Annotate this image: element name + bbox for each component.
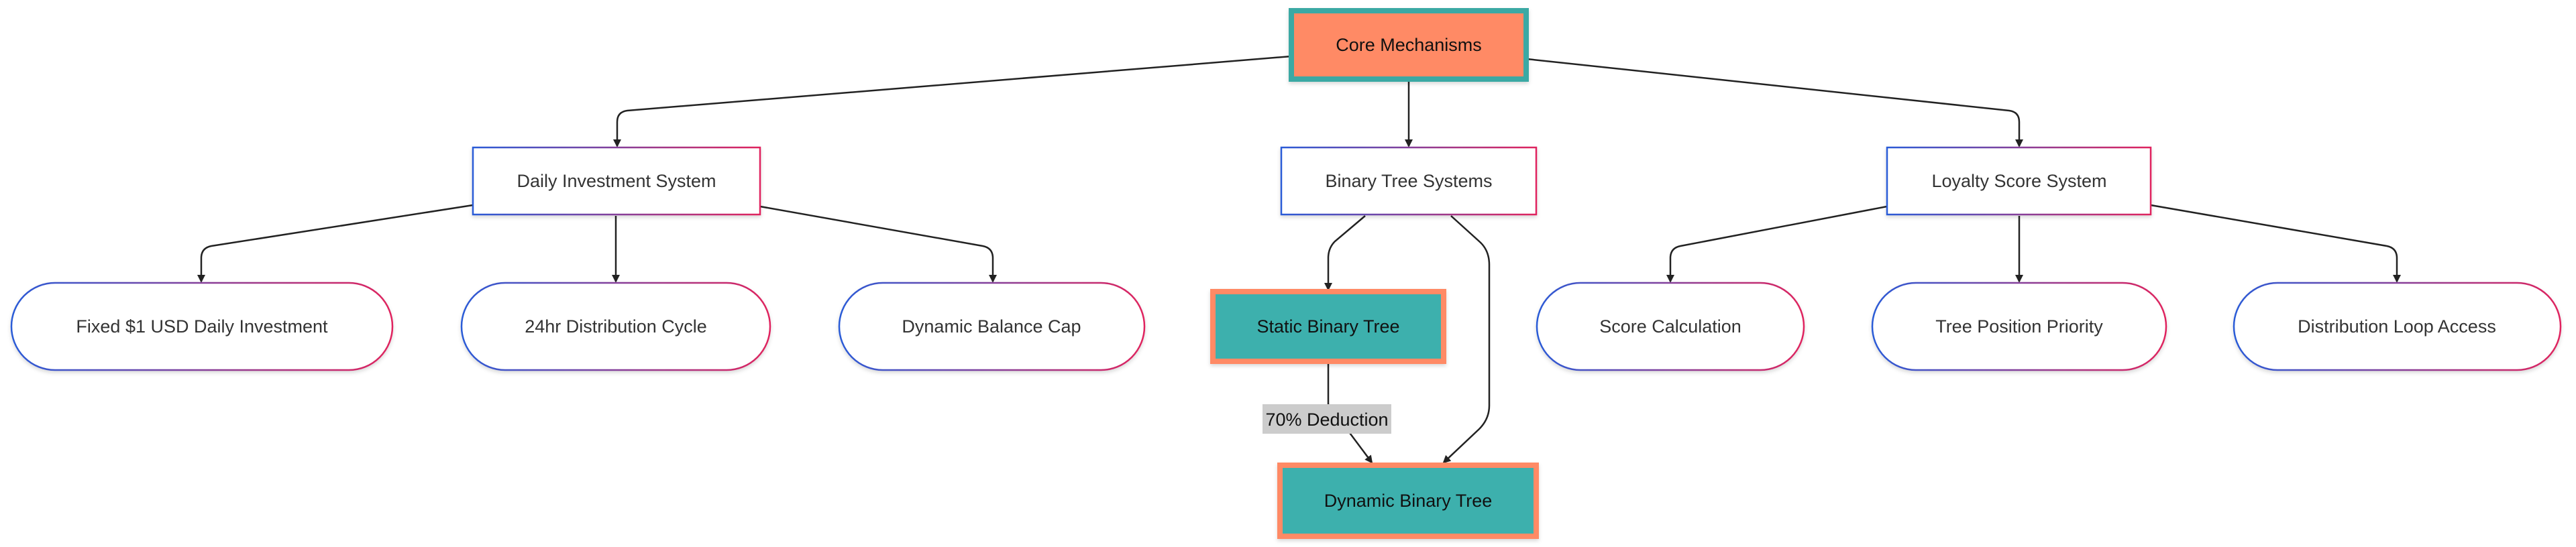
edge-loyalty-to-score bbox=[1666, 205, 1888, 283]
node-core-mechanisms-label: Core Mechanisms bbox=[1336, 35, 1482, 55]
node-distribution-loop-access-label: Distribution Loop Access bbox=[2298, 316, 2496, 337]
edge-core-to-loyalty bbox=[1526, 58, 2023, 147]
node-tree-position-priority[interactable]: Tree Position Priority bbox=[1871, 282, 2167, 371]
node-static-binary-tree-label: Static Binary Tree bbox=[1256, 316, 1399, 337]
node-core-mechanisms[interactable]: Core Mechanisms bbox=[1289, 8, 1529, 82]
node-fixed-daily-investment-label: Fixed $1 USD Daily Investment bbox=[76, 316, 328, 337]
node-dynamic-binary-tree-label: Dynamic Binary Tree bbox=[1324, 491, 1493, 511]
node-dynamic-binary-tree[interactable]: Dynamic Binary Tree bbox=[1277, 463, 1539, 539]
edges bbox=[197, 55, 2401, 464]
node-distribution-cycle[interactable]: 24hr Distribution Cycle bbox=[460, 282, 771, 371]
node-binary-tree-systems[interactable]: Binary Tree Systems bbox=[1280, 146, 1538, 216]
edge-label-static-to-dynamic: 70% Deduction bbox=[1263, 404, 1391, 434]
node-score-calculation-label: Score Calculation bbox=[1599, 316, 1741, 337]
node-dynamic-balance-cap-label: Dynamic Balance Cap bbox=[902, 316, 1081, 337]
node-static-binary-tree[interactable]: Static Binary Tree bbox=[1210, 289, 1446, 364]
node-loyalty-score-system[interactable]: Loyalty Score System bbox=[1886, 146, 2152, 216]
edge-daily-to-cap bbox=[759, 205, 997, 283]
edge-loyalty-to-loop bbox=[2150, 204, 2401, 283]
edge-label-text: 70% Deduction bbox=[1265, 410, 1388, 430]
node-daily-investment-system[interactable]: Daily Investment System bbox=[472, 146, 761, 216]
edge-daily-to-fixed bbox=[197, 204, 474, 283]
edge-label-background bbox=[1263, 404, 1391, 434]
node-dynamic-balance-cap[interactable]: Dynamic Balance Cap bbox=[838, 282, 1146, 371]
node-tree-position-priority-label: Tree Position Priority bbox=[1935, 316, 2103, 337]
node-distribution-loop-access[interactable]: Distribution Loop Access bbox=[2233, 282, 2562, 371]
edge-binary-to-dynamic bbox=[1442, 215, 1491, 464]
edge-core-to-daily bbox=[613, 55, 1292, 147]
node-fixed-daily-investment[interactable]: Fixed $1 USD Daily Investment bbox=[10, 282, 394, 371]
edge-binary-to-static bbox=[1324, 215, 1366, 291]
node-binary-tree-systems-label: Binary Tree Systems bbox=[1325, 171, 1492, 191]
node-score-calculation[interactable]: Score Calculation bbox=[1536, 282, 1805, 371]
node-loyalty-score-system-label: Loyalty Score System bbox=[1931, 171, 2106, 191]
node-distribution-cycle-label: 24hr Distribution Cycle bbox=[525, 316, 707, 337]
node-daily-investment-system-label: Daily Investment System bbox=[517, 171, 716, 191]
